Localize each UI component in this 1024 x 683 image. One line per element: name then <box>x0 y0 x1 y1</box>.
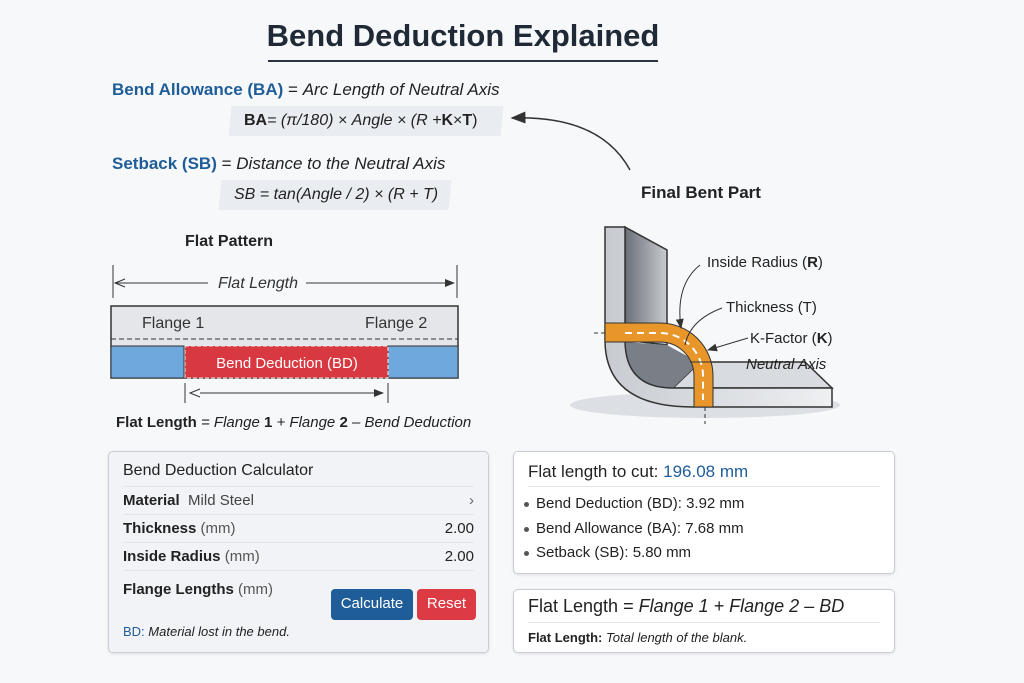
material-value: Mild Steel <box>188 492 254 509</box>
fl-n2: 2 <box>339 414 348 431</box>
result-item: Bend Deduction (BD): 3.92 mm <box>523 495 745 512</box>
fl-part: – Bend Deduction <box>347 414 472 431</box>
fc-rhs: Flange 1 + Flange 2 – BD <box>638 596 845 616</box>
fl-n1: 1 <box>263 414 273 431</box>
note-text: Material lost in the bend. <box>148 624 290 639</box>
formula-card-note: Flat Length: Total length of the blank. <box>528 630 747 645</box>
material-select[interactable]: Material Mild Steel › <box>123 486 474 514</box>
unit: (mm) <box>200 520 236 537</box>
neutral-axis-label: Neutral Axis <box>746 356 827 373</box>
bd-label: Bend Deduction (BD) <box>216 355 358 372</box>
result-heading: Flat length to cut: 196.08 mm <box>528 462 748 482</box>
bent-part-title: Final Bent Part <box>641 183 761 202</box>
flange-label: Flange Lengths <box>123 581 234 598</box>
reset-button[interactable]: Reset <box>417 589 476 620</box>
unit: (mm) <box>224 548 260 565</box>
fl-part: = Flange <box>196 414 264 431</box>
flat-pattern-title: Flat Pattern <box>185 233 274 250</box>
formula-card-heading: Flat Length = Flange 1 + Flange 2 – BD <box>528 596 844 617</box>
thickness-label: Thickness (T) <box>726 299 817 316</box>
calculator-note: BD: Material lost in the bend. <box>123 624 290 639</box>
flat-length-formula: Flat Length = Flange 1 + Flange 2 – Bend… <box>116 414 471 431</box>
note-term: BD: <box>123 624 145 639</box>
radius-value[interactable]: 2.00 <box>444 548 474 565</box>
radius-field[interactable]: Inside Radius (mm) 2.00 <box>123 542 474 570</box>
radius-label: Inside Radius <box>123 548 221 565</box>
flange2-label: Flange 2 <box>365 315 427 332</box>
result-item: Bend Allowance (BA): 7.68 mm <box>524 520 744 537</box>
unit: (mm) <box>238 581 273 598</box>
flange1-zone <box>110 345 185 379</box>
ba-term: Bend Allowance (BA) <box>112 80 284 99</box>
title-underline <box>268 60 658 62</box>
flange1-label: Flange 1 <box>142 315 204 332</box>
kfactor-label: K-Factor (K) <box>750 330 833 347</box>
equals: = <box>288 80 298 99</box>
fc-note-text: Total length of the blank. <box>606 630 748 645</box>
ba-desc: Arc Length of Neutral Axis <box>302 80 500 99</box>
result-label: Flat length to cut: <box>528 462 659 481</box>
material-label: Material <box>123 492 180 509</box>
calculator-card: Bend Deduction Calculator Material Mild … <box>108 451 489 653</box>
flat-length-label: Flat Length <box>218 275 298 292</box>
fc-lhs: Flat Length = <box>528 596 639 616</box>
calculate-button[interactable]: Calculate <box>331 589 413 620</box>
neutral-axis-line <box>625 332 704 400</box>
bend-deduction-zone <box>184 345 389 379</box>
chevron-right-icon: › <box>469 492 474 509</box>
flange-field: Flange Lengths (mm) <box>123 570 474 610</box>
fl-part: + Flange <box>272 414 340 431</box>
sb-desc: Distance to the Neutral Axis <box>236 154 446 173</box>
page-title: Bend Deduction Explained <box>266 18 660 53</box>
fc-note-term: Flat Length: <box>528 630 603 645</box>
result-item: Setback (SB): 5.80 mm <box>523 544 692 561</box>
formula-card: Flat Length = Flange 1 + Flange 2 – BD F… <box>513 589 895 653</box>
thickness-label: Thickness <box>123 520 197 537</box>
bent-part <box>604 226 833 408</box>
sb-term: Setback (SB) <box>112 154 217 173</box>
result-card: Flat length to cut: 196.08 mm Bend Deduc… <box>513 451 895 574</box>
thickness-value[interactable]: 2.00 <box>444 520 474 537</box>
fl-lhs: Flat Length <box>116 414 197 431</box>
ba-pointer-arrow <box>510 111 631 171</box>
ba-definition: Bend Allowance (BA) = Arc Length of Neut… <box>112 80 500 100</box>
inside-radius-label: Inside Radius (R) <box>707 254 823 271</box>
flange2-zone <box>387 345 459 379</box>
equals: = <box>221 154 232 173</box>
kfactor-pointer <box>707 337 749 352</box>
radius-pointer <box>675 264 701 329</box>
thickness-field[interactable]: Thickness (mm) 2.00 <box>123 514 474 542</box>
calculator-title: Bend Deduction Calculator <box>123 462 314 479</box>
result-value: 196.08 mm <box>663 462 749 481</box>
sb-definition: Setback (SB) = Distance to the Neutral A… <box>112 154 445 174</box>
